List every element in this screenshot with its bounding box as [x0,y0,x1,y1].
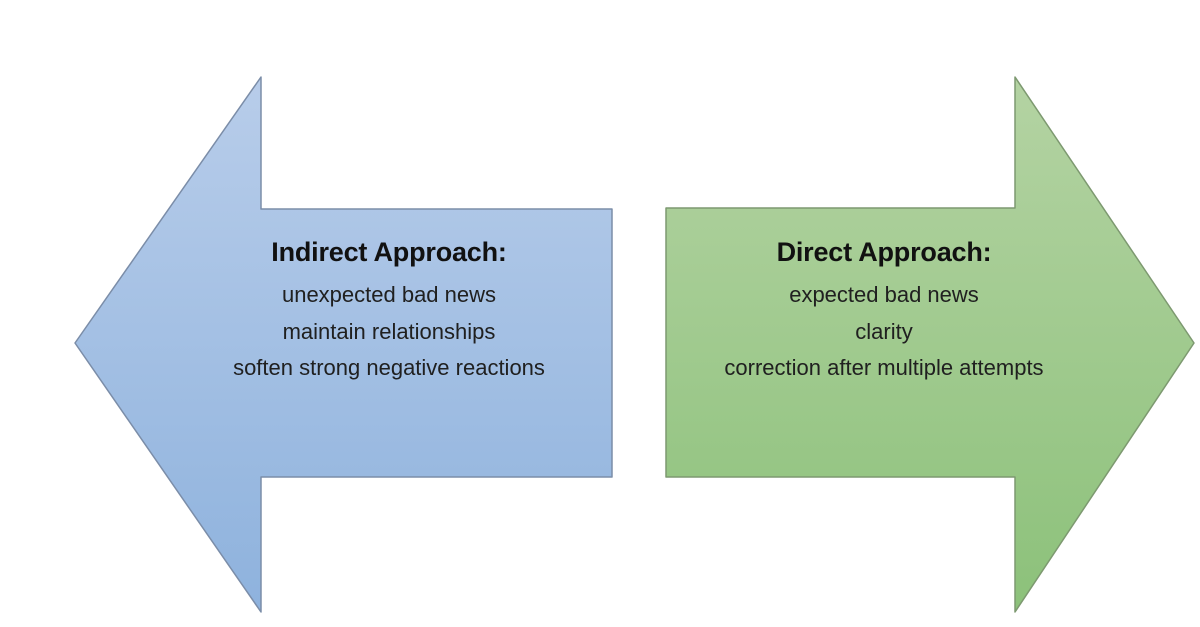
left-arrow-item-1: unexpected bad news [281,282,497,307]
right-arrow-text-block: Direct Approach: expected bad news clari… [684,236,1084,387]
left-arrow-item-2: maintain relationships [282,318,496,344]
right-arrow-item-3: correction after multiple attempts [724,355,1044,380]
right-arrow-title: Direct Approach: [776,237,992,267]
right-arrow-item-2: clarity [855,318,913,344]
left-arrow-text-block: Indirect Approach: unexpected bad news m… [189,236,589,387]
left-arrow-title: Indirect Approach: [271,237,507,267]
right-arrow-item-1: expected bad news [789,282,979,307]
left-arrow-item-3: soften strong negative reactions [233,355,545,380]
left-arrow-shape [74,76,613,613]
right-arrow-shape [665,76,1195,613]
